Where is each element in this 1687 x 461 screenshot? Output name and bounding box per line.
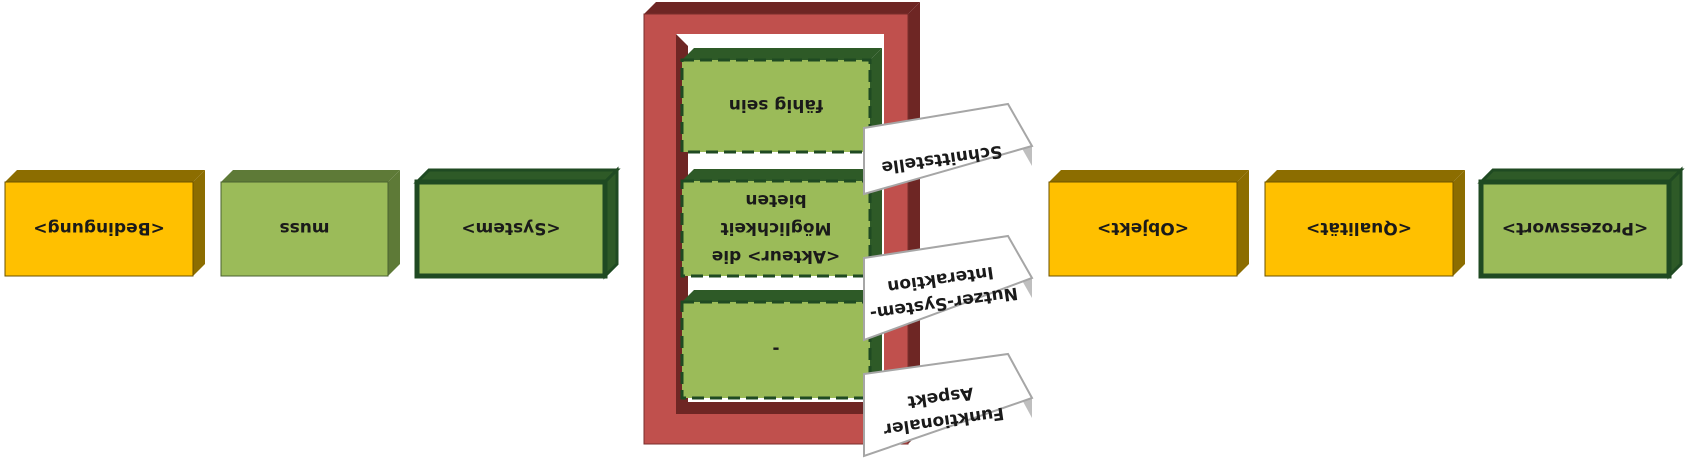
- options-frame-inner-shadow-bottom: [676, 402, 884, 414]
- block-system-label: <System>: [461, 218, 560, 238]
- block-quality: <Qualität>: [1264, 170, 1465, 277]
- option-offer-label-line3: bieten: [745, 190, 806, 210]
- option-offer: <Akteur> die Möglichkeit bieten: [680, 169, 882, 278]
- option-none-face: [680, 300, 872, 400]
- block-quality-face: [1264, 181, 1454, 277]
- block-condition-side: [193, 170, 205, 276]
- block-system-face: [414, 179, 608, 279]
- block-process-word-face: [1478, 179, 1672, 279]
- block-quality-label: <Qualität>: [1306, 218, 1412, 238]
- tab-interaction-face: [863, 234, 1034, 342]
- block-must-top: [221, 170, 400, 182]
- block-must-side: [388, 170, 400, 276]
- tab-interface-face: [863, 102, 1034, 196]
- options-frame-top: [644, 2, 920, 14]
- block-process-word-label: <Prozesswort>: [1502, 218, 1649, 238]
- option-offer-face: [680, 179, 872, 278]
- block-object-label: <Objekt>: [1097, 218, 1189, 238]
- tab-interface: Schnittstelle: [863, 102, 1034, 196]
- option-able-top: [682, 48, 882, 60]
- option-offer-top: [682, 169, 882, 181]
- option-able-face: [680, 58, 872, 154]
- block-condition-top: [5, 170, 205, 182]
- options-frame-side: [908, 2, 920, 444]
- block-object: <Objekt>: [1048, 170, 1249, 277]
- block-process-word: <Prozesswort>: [1477, 166, 1685, 280]
- block-object-side: [1237, 170, 1249, 276]
- option-offer-label-line1: <Akteur> die: [712, 246, 841, 266]
- option-none-label: -: [772, 339, 779, 359]
- block-system: <System>: [413, 166, 621, 280]
- block-must-label: muss: [279, 218, 329, 238]
- block-condition-label: <Bedingung>: [33, 218, 165, 238]
- block-quality-side: [1453, 170, 1465, 276]
- option-able-label: fähig sein: [729, 95, 823, 115]
- option-offer-side: [870, 169, 882, 276]
- block-condition-face: [4, 181, 194, 277]
- block-object-face: [1048, 181, 1238, 277]
- block-quality-top: [1265, 170, 1465, 182]
- tab-functional: Funktionaler Aspekt: [863, 352, 1034, 458]
- tab-functional-face: [863, 352, 1034, 458]
- block-must-face: [220, 181, 389, 277]
- option-able: fähig sein: [680, 48, 882, 154]
- block-condition: <Bedingung>: [4, 170, 205, 277]
- option-none: -: [680, 290, 882, 400]
- block-must: muss: [220, 170, 400, 277]
- block-object-top: [1049, 170, 1249, 182]
- option-none-top: [682, 290, 882, 302]
- option-offer-label-line2: Möglichkeit: [721, 218, 832, 238]
